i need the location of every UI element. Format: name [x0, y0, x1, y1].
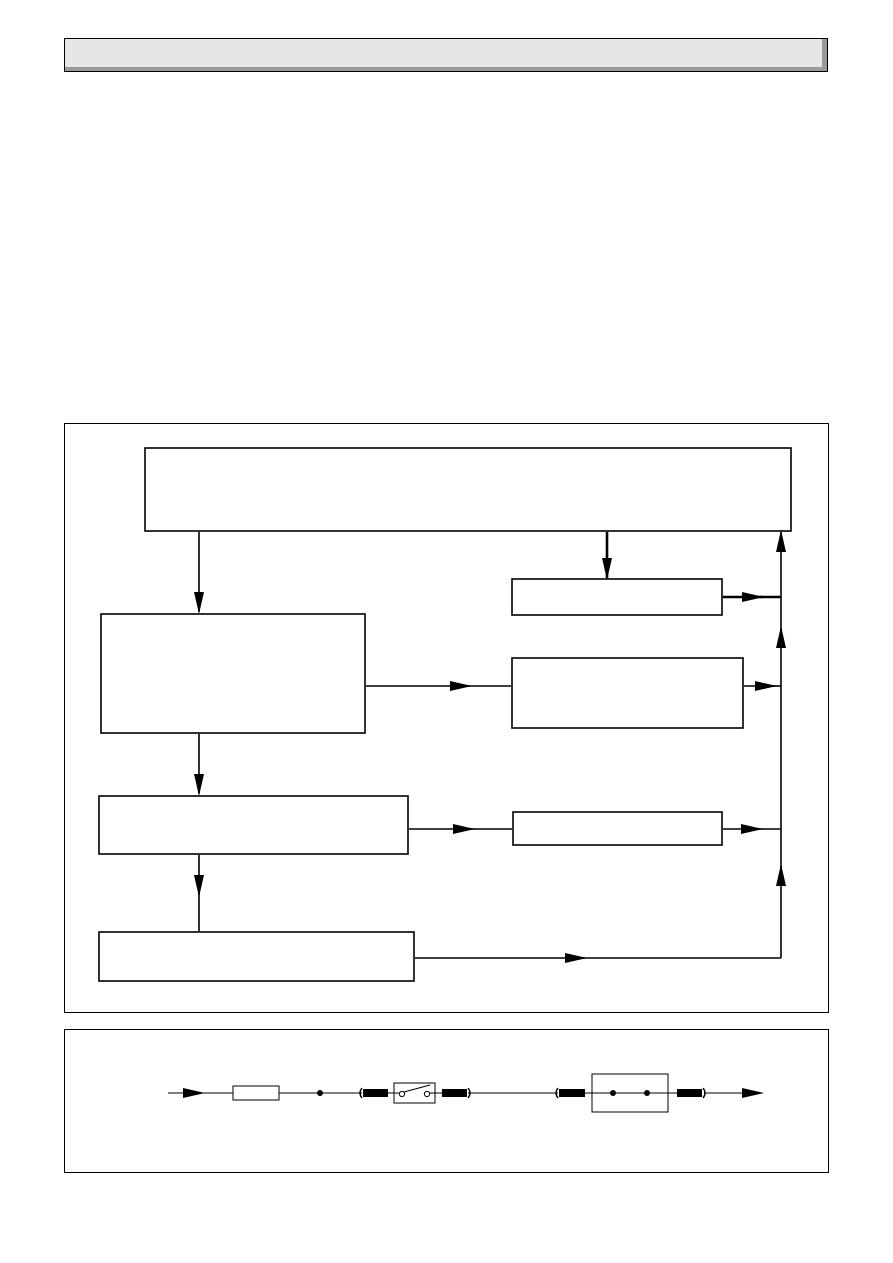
header-shadow-bottom: [65, 67, 827, 71]
connector-symbol-left-1: [359, 1087, 388, 1099]
junction-dot: [317, 1090, 323, 1096]
component-box-symbol: [591, 1073, 669, 1113]
block-left-lower: [98, 931, 415, 982]
legend-symbol-strip: [168, 1073, 764, 1113]
block-right-middle: [511, 657, 744, 729]
fuse-symbol: [232, 1085, 280, 1101]
diagram-frame: [64, 423, 829, 1013]
connector-symbol-left-2: [555, 1087, 585, 1099]
block-right-lower: [512, 811, 723, 846]
connector-symbol-right-2: [677, 1087, 706, 1099]
connector-symbol-right-1: [442, 1087, 471, 1099]
switch-symbol: [393, 1082, 436, 1104]
block-right-upper: [511, 578, 723, 616]
header-shadow-right: [822, 39, 827, 71]
block-left-middle: [98, 795, 409, 855]
block-top-unit: [144, 447, 792, 532]
section-header: [64, 38, 828, 72]
block-left-upper: [100, 613, 366, 734]
legend-frame: [64, 1029, 829, 1173]
